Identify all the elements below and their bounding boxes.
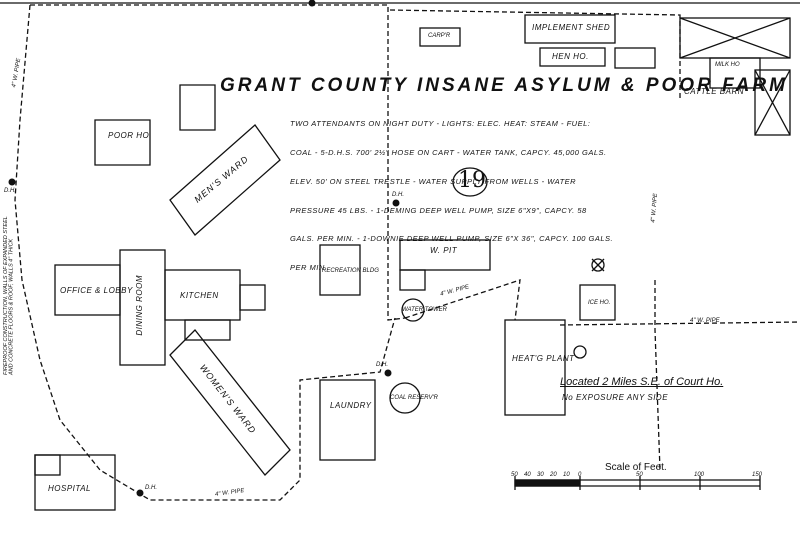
cattle-barn-footprint [679, 17, 791, 136]
water-tower-symbol [401, 298, 425, 322]
note-line: PER MIN [290, 263, 325, 273]
laundry-footprint [319, 379, 376, 461]
scale-title: Scale of Feet. [605, 462, 667, 473]
hospital-footprint [34, 454, 116, 511]
hospital-annex-footprint [34, 454, 61, 476]
label-poor-ho: POOR HO. [108, 131, 153, 140]
note-line: ELEV. 50' ON STEEL TRESTLE - WATER SUPPL… [290, 176, 577, 186]
label-dining-room: DINING ROOM [135, 275, 144, 336]
recreation-bldg-footprint [319, 244, 361, 296]
label-kitchen: KITCHEN [180, 291, 219, 300]
label-hydrant: D.H. [145, 485, 157, 491]
note-line: GALS. PER MIN. - 1-DOWNIE DEEP WELL PUMP… [290, 234, 614, 244]
hydrant-markers [8, 0, 400, 497]
well-symbol [591, 258, 605, 272]
office-lobby-footprint [54, 264, 121, 316]
scale-tick: 50 [636, 472, 643, 478]
label-office-lobby: OFFICE & LOBBY [60, 286, 133, 295]
coal-reservoir-symbol [389, 382, 421, 414]
shed-l-footprint [399, 269, 426, 291]
exposure-note: No EXPOSURE ANY SIDE [562, 393, 669, 402]
label-hydrant: D.H. [376, 362, 388, 368]
stack-symbol [573, 345, 587, 359]
label-implement-shed: IMPLEMENT SHED [532, 23, 611, 32]
location-note: Located 2 Miles S.E. of Court Ho. [560, 376, 724, 388]
pipe-line-east [404, 279, 800, 471]
sheet-number: 19 [458, 168, 486, 193]
carpr-footprint [419, 27, 461, 47]
label-w-pit: W. PIT [430, 246, 458, 255]
scale-tick: 100 [694, 472, 705, 478]
scale-tick: 40 [524, 472, 531, 478]
property-boundary [14, 4, 406, 501]
label-coal-reservoir: COAL RESERV'R [390, 395, 438, 401]
label-heat-plant: HEAT'G PLANT [512, 354, 575, 363]
map-title: GRANT COUNTY INSANE ASYLUM & POOR FARM [220, 75, 788, 96]
scale-bar [514, 476, 761, 490]
mens-ward-footprint [169, 124, 281, 236]
label-laundry: LAUNDRY [330, 401, 372, 410]
womens-ward-footprint [169, 329, 291, 476]
annex-footprint [239, 284, 266, 311]
side-note: FIREPROOF CONSTRUCTION, WALLS OF EXPANDE… [3, 216, 15, 375]
scale-tick: 30 [537, 472, 544, 478]
scale-tick: 0 [578, 472, 582, 478]
label-pipe-right: 4" W. PIPE [690, 318, 720, 324]
w-pit-footprint [399, 239, 491, 271]
note-line: PRESSURE 45 LBS. - 1-DEMING DEEP WELL PU… [290, 205, 587, 215]
label-carpr: CARP'R [428, 33, 451, 39]
label-hydrant: D.H. [392, 192, 404, 198]
implement-shed-footprint [524, 14, 616, 44]
scale-tick: 20 [550, 472, 557, 478]
ice-ho-footprint [579, 284, 616, 321]
label-water-tower: WATER TOWER [402, 307, 447, 313]
small-shed-footprint [614, 47, 656, 69]
note-line: TWO ATTENDANTS ON NIGHT DUTY - LIGHTS: E… [290, 119, 591, 129]
heat-plant-footprint [504, 319, 566, 416]
label-ice-ho: ICE HO. [588, 300, 611, 306]
sheet-number-circle [452, 167, 488, 197]
scale-tick: 50 [511, 472, 518, 478]
label-hydrant: D.H. [4, 188, 16, 194]
farm-boundary [389, 9, 681, 100]
scale-tick: 150 [752, 472, 763, 478]
poor-ho-footprint [94, 84, 216, 166]
hen-ho-footprint [539, 47, 606, 67]
notes-block: TWO ATTENDANTS ON NIGHT DUTY - LIGHTS: E… [290, 100, 613, 282]
scale-tick: 10 [563, 472, 570, 478]
label-hen-ho: HEN HO. [552, 52, 589, 61]
label-hospital: HOSPITAL [48, 484, 91, 493]
label-cattle-barn: CATTLE BARN [684, 87, 745, 96]
label-recreation-bldg: RECREATION BLDG [322, 268, 379, 274]
note-line: COAL - 5-D.H.S. 700' 2½" HOSE ON CART - … [290, 147, 607, 157]
link-footprint [184, 319, 231, 341]
label-milk-ho: MILK HO [715, 62, 740, 68]
